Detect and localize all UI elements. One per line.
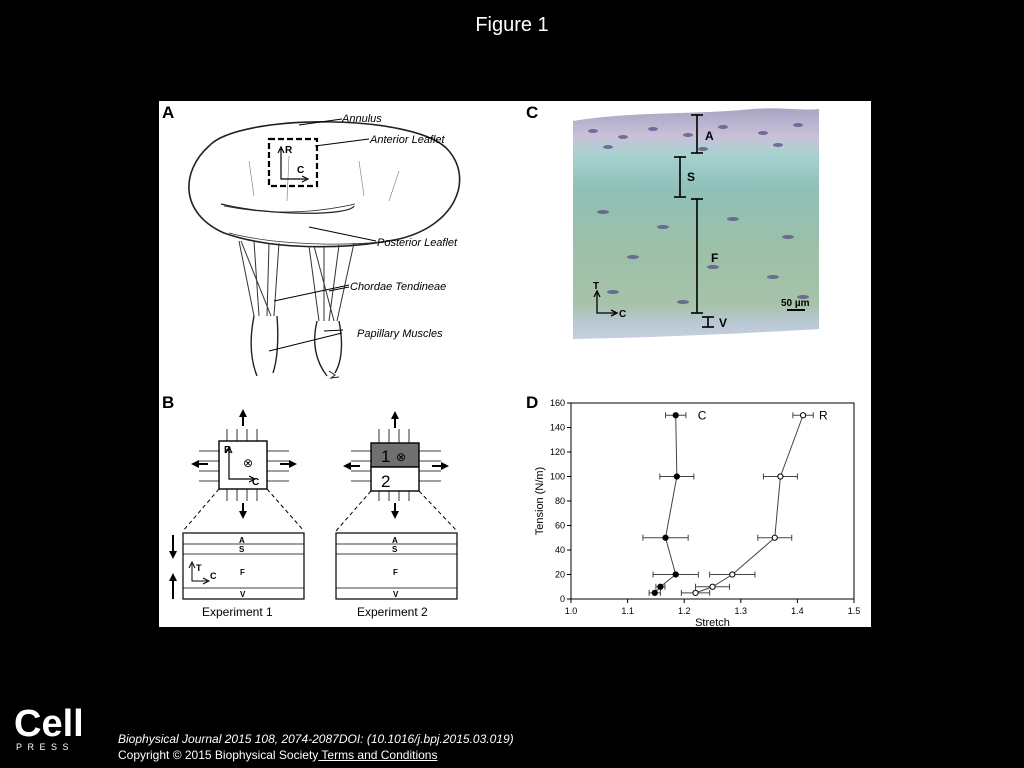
copyright: Copyright © 2015 Biophysical Society (118, 748, 319, 762)
annotation-papillary-muscles: Papillary Muscles (357, 328, 443, 340)
exp2-layer-s: S (392, 545, 398, 554)
y-tick-label: 20 (555, 570, 565, 580)
exp1-axis-c2: C (210, 571, 217, 581)
x-tick-label: 1.5 (848, 606, 861, 616)
figure-panel: A C B D R C Annulus Anterior Leaflet (159, 101, 871, 627)
y-tick-label: 0 (560, 594, 565, 604)
data-point-R (799, 412, 807, 419)
data-point-R (729, 571, 736, 578)
exp2-cross-symbol: ⊗ (396, 450, 406, 464)
data-point-C (672, 412, 679, 419)
tension-stretch-chart: 1.0 1.1 1.2 1.3 1.4 1.5 0 20 40 60 80 100 120 140 160S… (534, 398, 861, 627)
data-point-C (673, 473, 680, 480)
y-tick-label: 160 (550, 398, 565, 408)
series-label-C: C (698, 408, 707, 422)
panel-a-axis-r: R (285, 145, 293, 156)
x-tick-label: 1.4 (791, 606, 804, 616)
exp1-caption: Experiment 1 (202, 605, 273, 619)
panel-label-d: D (526, 393, 539, 412)
exp2-layer-v: V (393, 590, 399, 599)
x-tick-label: 1.1 (621, 606, 634, 616)
data-point-R (771, 534, 778, 541)
series-label-R: R (819, 408, 828, 422)
y-tick-label: 80 (555, 496, 565, 506)
x-axis-label: Stretch (695, 617, 730, 627)
data-point-C (662, 534, 669, 541)
histology-layer-v: V (719, 316, 727, 330)
panel-label-a: A (162, 103, 175, 122)
y-tick-label: 60 (555, 521, 565, 531)
data-point-R (692, 589, 699, 596)
y-tick-label: 120 (550, 447, 565, 457)
slide-title: Figure 1 (475, 14, 549, 36)
mitral-valve-drawing: R C Annulus Anterior Leaflet Posterior L… (188, 113, 461, 379)
exp1-layer-a: A (239, 536, 245, 545)
histology-layer-s: S (687, 170, 695, 184)
footer: Biophysical Journal 2015 108, 2074-2087D… (118, 731, 514, 763)
x-tick-label: 1.3 (735, 606, 748, 616)
y-tick-label: 140 (550, 423, 565, 433)
exp1-layer-s: S (239, 545, 245, 554)
histology-axis-c: C (619, 309, 626, 320)
annotation-posterior-leaflet: Posterior Leaflet (377, 237, 458, 249)
exp1-layer-f: F (240, 568, 245, 577)
series-line-R (695, 415, 804, 594)
data-point-C (651, 589, 658, 596)
panel-a-axis-c: C (297, 165, 304, 176)
histology-axis-t: T (593, 281, 599, 292)
exp1-axis-c: C (252, 477, 259, 488)
series-line-C (654, 415, 678, 594)
data-point-C (657, 583, 664, 590)
data-point-R (709, 583, 716, 590)
copyright-line: Copyright © 2015 Biophysical Society Ter… (118, 747, 514, 763)
cell-press-logo: Cell PRESS (14, 702, 86, 752)
annotation-anterior-leaflet: Anterior Leaflet (369, 134, 446, 146)
annotation-annulus: Annulus (341, 113, 382, 125)
experiment-schematic: R C ⊗ 1 ⊗ 2 (169, 409, 458, 619)
x-tick-label: 1.2 (678, 606, 691, 616)
terms-link[interactable]: Terms and Conditions (318, 748, 438, 762)
exp2-region-2: 2 (381, 472, 390, 491)
exp2-layer-f: F (393, 568, 398, 577)
exp2-region-1: 1 (381, 447, 390, 466)
exp1-axis-t: T (196, 563, 202, 573)
y-tick-label: 100 (550, 472, 565, 482)
histology-layer-f: F (711, 251, 718, 265)
exp2-layer-a: A (392, 536, 398, 545)
citation: Biophysical Journal 2015 108, 2074-2087D… (118, 732, 514, 746)
x-tick-label: 1.0 (565, 606, 578, 616)
exp2-caption: Experiment 2 (357, 605, 428, 619)
scale-bar-label: 50 µm (781, 298, 810, 309)
plot-frame (570, 402, 855, 600)
data-point-R (777, 473, 784, 480)
exp1-cross-symbol: ⊗ (243, 456, 253, 470)
logo-wordmark: Cell (14, 703, 84, 745)
panel-label-b: B (162, 393, 175, 412)
exp1-layer-v: V (240, 590, 246, 599)
logo-subtitle: PRESS (16, 742, 74, 752)
y-axis-label: Tension (N/m) (534, 467, 546, 535)
histology-layer-a: A (705, 129, 714, 143)
exp1-axis-r: R (224, 445, 232, 456)
histology-image: A S F V T C 50 µm (573, 108, 819, 339)
panel-label-c: C (526, 103, 539, 122)
annotation-chordae-tendineae: Chordae Tendineae (350, 281, 446, 293)
data-point-C (672, 571, 679, 578)
y-tick-label: 40 (555, 545, 565, 555)
